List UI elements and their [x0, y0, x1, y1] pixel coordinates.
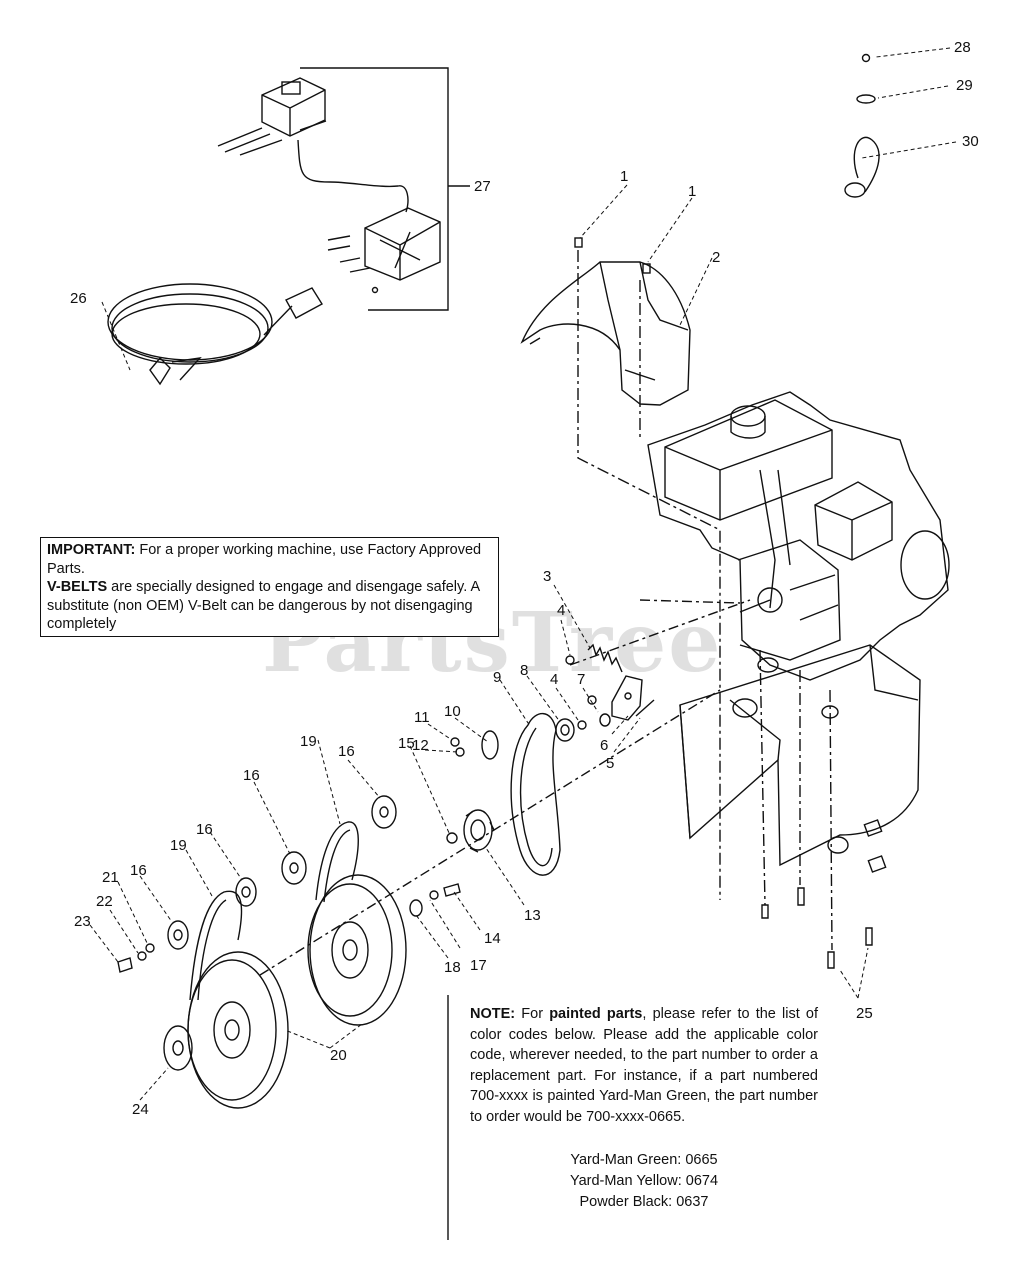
color-code-green: Yard-Man Green: 0665 [570, 1152, 718, 1168]
callout-3: 3 [543, 568, 551, 585]
note-label: NOTE: [470, 1006, 516, 1022]
callout-10: 10 [444, 703, 461, 720]
callout-16d: 16 [130, 862, 147, 879]
painted-parts-note: NOTE: For painted parts, please refer to… [470, 1004, 818, 1127]
callout-12: 12 [412, 737, 429, 754]
note-text-a: For [515, 1006, 550, 1022]
callout-28: 28 [954, 39, 971, 56]
callout-4b: 4 [550, 671, 558, 688]
callout-11: 11 [414, 709, 430, 726]
callout-23: 23 [74, 913, 91, 930]
spacer-10 [481, 730, 499, 760]
washer-16d [167, 920, 189, 950]
callout-1a: 1 [620, 168, 628, 185]
note-text-c: , please refer to the list of color code… [470, 1006, 818, 1125]
color-code-yellow: Yard-Man Yellow: 0674 [569, 1173, 719, 1189]
heater-element-part [327, 207, 441, 294]
callout-16a: 16 [338, 743, 355, 760]
washer-16a [371, 795, 397, 829]
important-notice: IMPORTANT: For a proper working machine,… [40, 537, 499, 637]
belt-9-part [510, 712, 561, 876]
callout-5: 5 [606, 755, 614, 772]
vbelts-text: are specially designed to engage and dis… [47, 579, 480, 632]
spring-part [587, 643, 623, 673]
callout-29: 29 [956, 77, 973, 94]
callout-6: 6 [600, 737, 608, 754]
power-cord-part [107, 283, 323, 386]
belt-19a-part [315, 821, 359, 901]
part-30 [844, 136, 880, 198]
callout-19a: 19 [300, 733, 317, 750]
vbelts-label: V-BELTS [47, 579, 108, 595]
callout-2: 2 [712, 249, 720, 266]
engine-part [647, 391, 950, 681]
callout-18: 18 [444, 959, 461, 976]
washer-8 [555, 718, 575, 742]
callout-14: 14 [484, 930, 501, 947]
part-28 [861, 53, 871, 63]
callout-17: 17 [470, 957, 487, 974]
important-text: For a proper working machine, use Factor… [47, 542, 482, 577]
callout-1b: 1 [688, 183, 696, 200]
callout-24: 24 [132, 1101, 149, 1118]
callout-19b: 19 [170, 837, 187, 854]
callout-22: 22 [96, 893, 113, 910]
callout-15: 15 [398, 735, 415, 752]
callout-8: 8 [520, 662, 528, 679]
callout-21: 21 [102, 869, 119, 886]
callout-30: 30 [962, 133, 979, 150]
color-code-black: Powder Black: 0637 [579, 1194, 709, 1210]
callout-9: 9 [493, 669, 501, 686]
callout-7: 7 [577, 671, 585, 688]
callout-25: 25 [856, 1005, 873, 1022]
important-label: IMPORTANT: [47, 542, 136, 558]
heater-switch-part [217, 77, 409, 213]
washer-24 [163, 1025, 193, 1071]
kit-27-bracket [300, 67, 470, 311]
color-code-list: Yard-Man Green: 0665 Yard-Man Yellow: 06… [470, 1150, 818, 1213]
note-bold-painted: painted parts [549, 1006, 643, 1022]
washer-16c [235, 877, 257, 907]
idler-bracket-part [611, 675, 643, 721]
callout-26: 26 [70, 290, 87, 307]
callout-13: 13 [524, 907, 541, 924]
belt-19b-part [189, 890, 243, 1001]
part-29 [856, 94, 876, 104]
pulley-13-part [463, 809, 495, 853]
washer-16b [281, 851, 307, 885]
belt-cover-part [520, 237, 691, 406]
callout-4a: 4 [557, 602, 565, 619]
callout-20: 20 [330, 1047, 347, 1064]
callout-16b: 16 [243, 767, 260, 784]
pulley-20-part [187, 874, 407, 1109]
callout-16c: 16 [196, 821, 213, 838]
callout-27: 27 [474, 178, 491, 195]
